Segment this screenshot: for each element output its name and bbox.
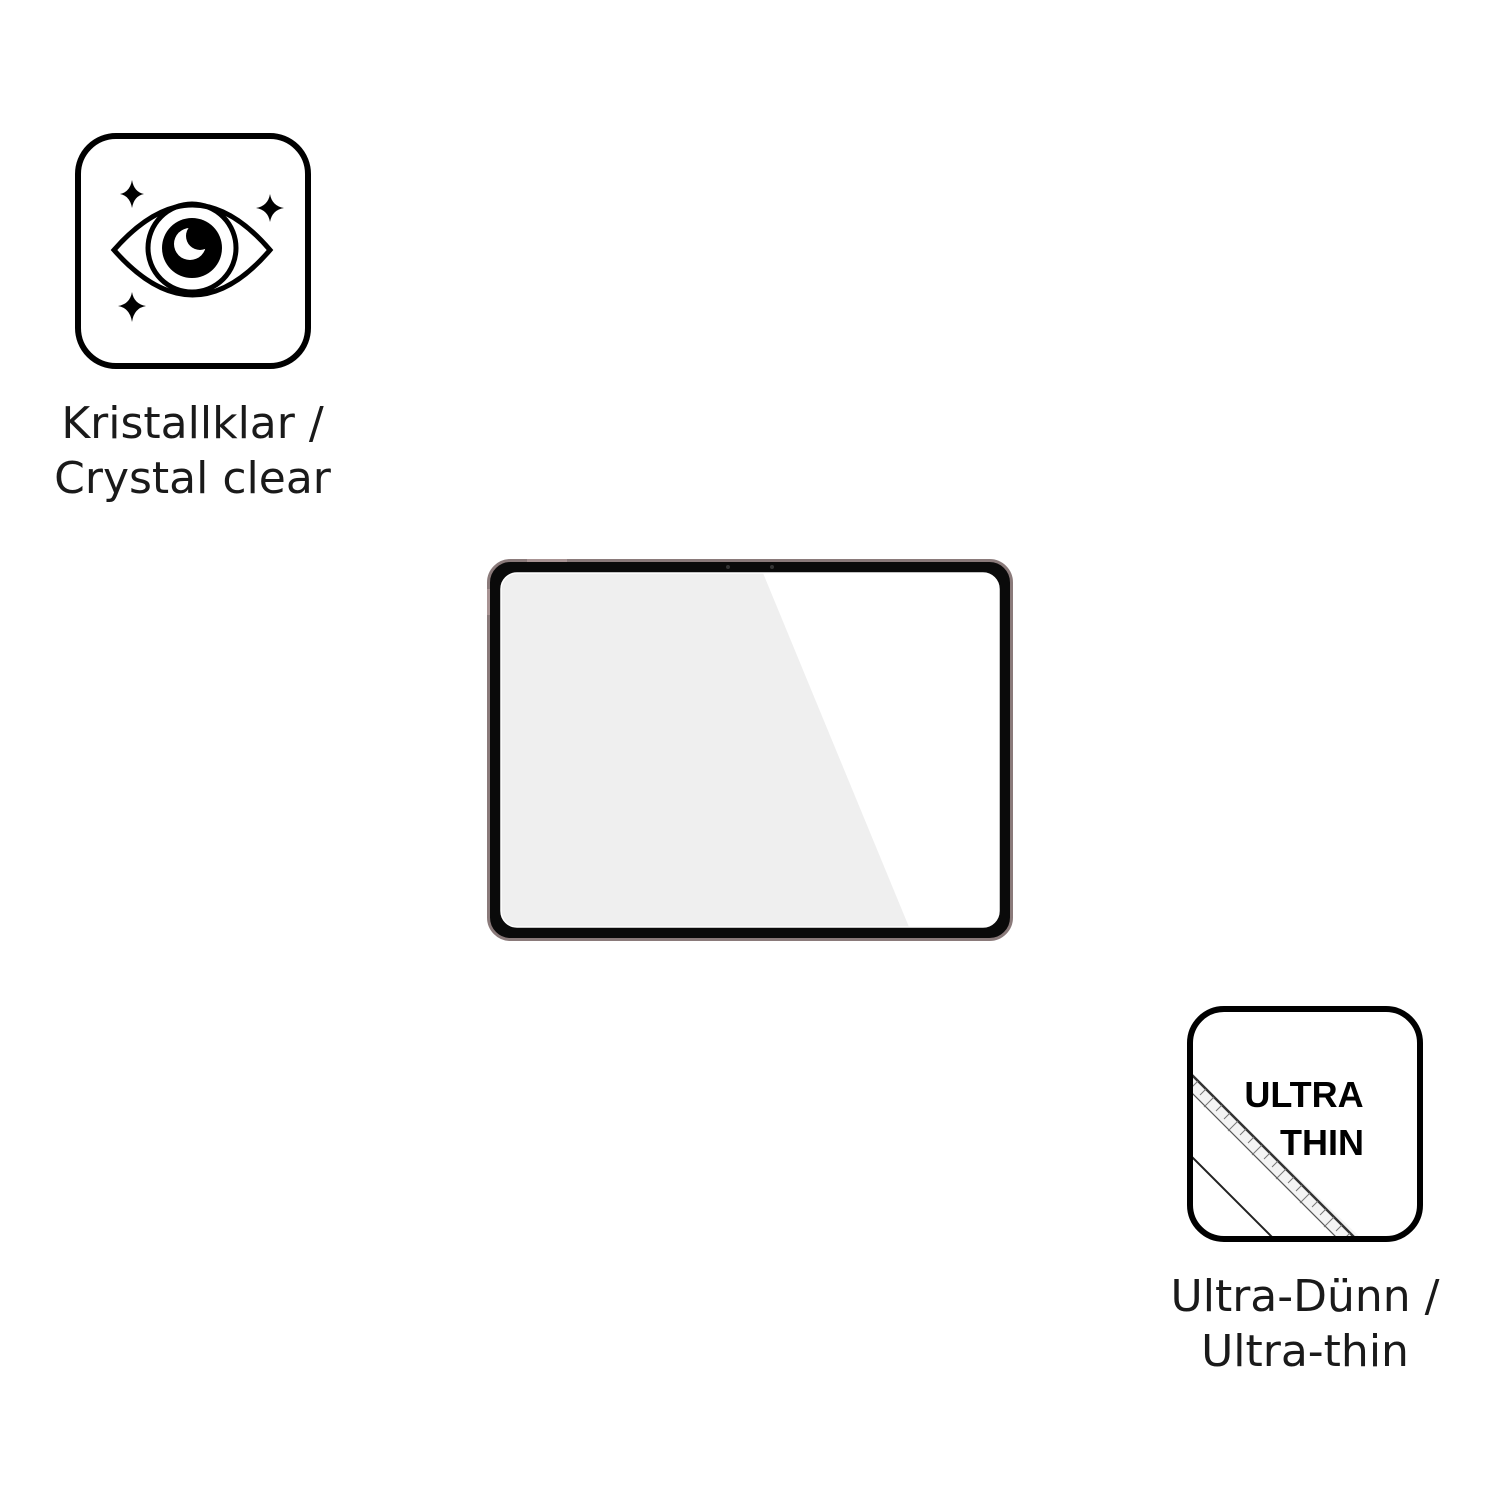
tablet-screen-protector <box>487 559 1013 941</box>
ruler-layer-icon: ULTRA THIN <box>1187 1006 1423 1242</box>
feature-ultra-thin: ULTRA THIN Ultra-Dünn / Ultra-thin <box>1150 1005 1460 1379</box>
caption-line-en: Crystal clear <box>54 453 331 504</box>
camera-dot <box>726 565 730 569</box>
badge-text-ultra: ULTRA <box>1244 1074 1363 1115</box>
caption-line-de: Kristallklar / <box>61 398 324 449</box>
feature-crystal-clear: Kristallklar / Crystal clear <box>40 132 345 506</box>
screen-glare <box>763 573 999 927</box>
camera-dot <box>770 565 774 569</box>
caption-crystal-clear: Kristallklar / Crystal clear <box>54 396 331 506</box>
caption-line-de: Ultra-Dünn / <box>1170 1271 1440 1322</box>
caption-line-en: Ultra-thin <box>1201 1326 1409 1377</box>
caption-ultra-thin: Ultra-Dünn / Ultra-thin <box>1171 1269 1440 1379</box>
eye-sparkle-icon <box>74 133 311 369</box>
badge-text-thin: THIN <box>1280 1122 1364 1163</box>
